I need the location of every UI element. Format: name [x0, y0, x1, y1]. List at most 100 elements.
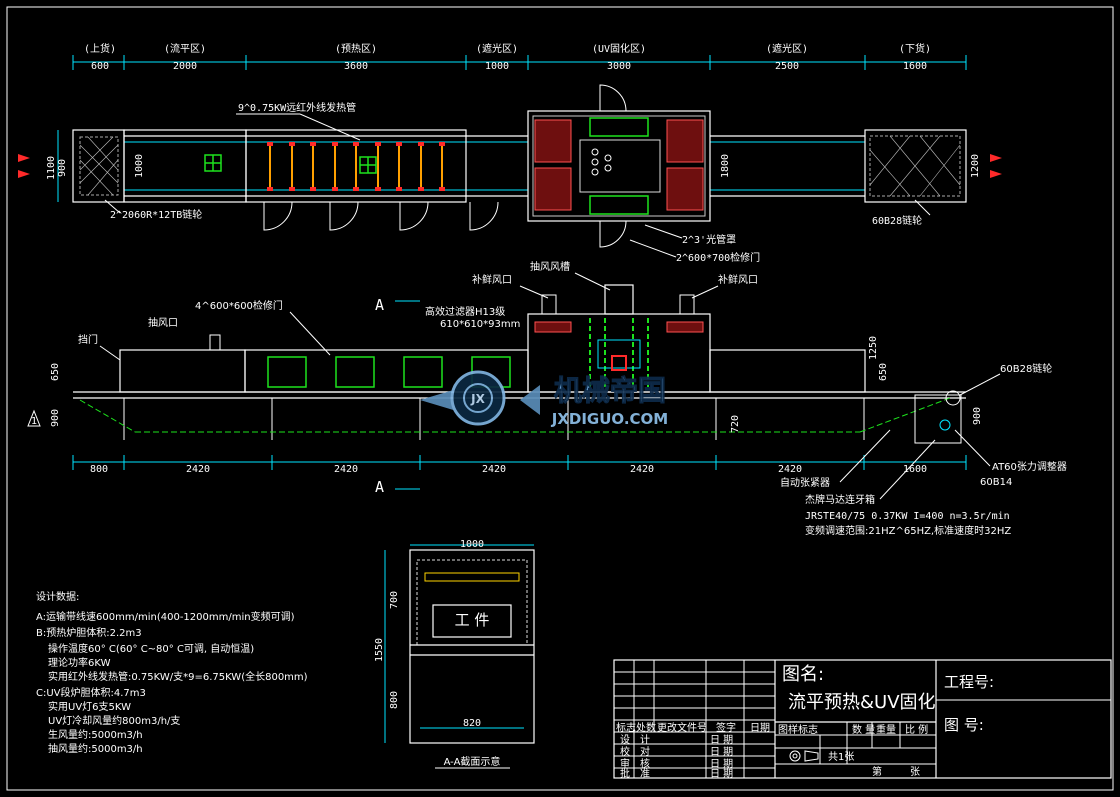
drawing-frame	[6, 6, 1114, 791]
dim-1250: 1250	[868, 336, 879, 360]
label-exhaust-port: 抽风口	[148, 316, 178, 329]
label-auto-tensioner: 自动张紧器	[780, 476, 830, 489]
tb-row-3b: 准	[640, 768, 650, 780]
zone-label-shade1: (遮光区)	[476, 42, 518, 55]
design-data: 设计数据: A:运输带线速600mm/min(400-1200mm/min变频可…	[36, 590, 308, 755]
tb-head-2: 更改文件号	[657, 721, 707, 734]
warning-triangle	[27, 409, 41, 427]
tb-sheet-total: 共1张	[828, 751, 854, 763]
preheat-zone-plan	[245, 129, 467, 203]
note-sprocket: 2^2060R*12TB链轮	[110, 208, 202, 221]
dim-650-right: 650	[878, 363, 889, 381]
watermark-en: JXDIGUO.COM	[551, 410, 668, 428]
label-inspection-door: 4^600*600检修门	[195, 299, 283, 312]
bdim-1: 2420	[186, 464, 210, 475]
section-workpiece: 工 件	[455, 611, 490, 629]
tb-head-0: 标志	[616, 721, 636, 734]
tb-mark-3: 比 例	[905, 723, 928, 736]
dim-1200: 1200	[970, 154, 981, 178]
tb-row-2c: 日 期	[710, 758, 733, 770]
loading-sprocket-hatch	[79, 136, 119, 196]
label-makeup-left: 补鲜风口	[472, 273, 512, 286]
dim-900-left: 900	[50, 409, 61, 427]
zone-len-shade1: 1000	[485, 61, 509, 72]
design-line-8: 生风量约:5000m3/h	[48, 728, 143, 741]
design-line-1: B:预热炉胆体积:2.2m3	[36, 626, 142, 639]
sec-dim-1000: 1000	[460, 539, 484, 550]
dim-1000-plan: 1000	[134, 154, 145, 178]
zone-label-shade2: (遮光区)	[766, 42, 808, 55]
zone-len-preheat: 3600	[344, 61, 368, 72]
tb-head-1: 处数	[636, 721, 656, 734]
tb-row-1a: 校	[620, 745, 630, 758]
sec-dim-700: 700	[389, 591, 400, 609]
label-filter-size: 610*610*93mm	[440, 319, 520, 330]
elevation-view: 650 900 1250 650 720 900 800 2420 2420 2…	[27, 260, 1067, 537]
sec-dim-1550: 1550	[374, 638, 385, 662]
tb-sheet: 第	[872, 765, 882, 778]
svg-text:JX: JX	[470, 392, 485, 406]
zone-label-unloading: (下货)	[899, 42, 931, 55]
dim-1100: 1100	[46, 156, 57, 180]
zone-len-leveling: 2000	[173, 61, 197, 72]
uv-zone-plan	[527, 110, 711, 222]
dim-650-left: 650	[50, 363, 61, 381]
tb-row-2a: 审	[620, 757, 630, 770]
label-vfd-range: 变频调速范围:21HZ^65HZ,标准速度时32HZ	[805, 524, 1011, 537]
section-mark-a-bottom: A	[375, 478, 384, 496]
tb-number-label: 图 号:	[944, 716, 984, 734]
dim-720: 720	[730, 415, 741, 433]
design-line-9: 抽风量约:5000m3/h	[48, 742, 143, 755]
zone-len-unloading: 1600	[903, 61, 927, 72]
tb-row-1c: 日 期	[710, 746, 733, 758]
unloading-sprocket-hatch	[869, 135, 961, 197]
plan-view: 1100 900 1000 1800 1200 9^0.75KW远红外线发热管 …	[18, 84, 1002, 264]
tb-head-4: 日期	[750, 722, 770, 734]
tb-sheet2: 张	[910, 766, 920, 778]
design-line-7: UV灯冷却风量约800m3/h/支	[48, 714, 180, 727]
zone-label-loading: (上货)	[84, 42, 116, 55]
bdim-4: 2420	[630, 464, 654, 475]
section-caption: A-A截面示意	[444, 755, 501, 768]
tb-head-3: 签字	[716, 721, 736, 734]
label-tensioner: AT60张力调整器	[992, 460, 1067, 473]
note-sprocket-60b28: 60B28链轮	[872, 214, 922, 227]
tb-mark-1: 数 量	[852, 723, 875, 736]
bdim-6: 1600	[903, 464, 927, 475]
label-exhaust-duct: 抽风风槽	[530, 260, 570, 273]
projection-symbol-icon	[789, 750, 819, 762]
design-title: 设计数据:	[36, 590, 79, 603]
zone-label-preheat: (预热区)	[335, 42, 377, 55]
tb-project-label: 工程号:	[944, 673, 994, 691]
tb-name-label: 图名:	[782, 664, 824, 685]
design-line-0: A:运输带线速600mm/min(400-1200mm/min变频可调)	[36, 610, 295, 623]
label-motor-spec: JRSTE40/75 0.37KW I=400 n=3.5r/min	[805, 511, 1010, 522]
dim-900: 900	[57, 159, 68, 177]
watermark-logo: JX 机械帝国 JXDIGUO.COM	[420, 370, 668, 428]
bdim-0: 800	[90, 464, 108, 475]
tb-row-0c: 日 期	[710, 734, 733, 746]
design-line-5: C:UV段炉胆体积:4.7m3	[36, 686, 146, 699]
zone-dimension-chain: (上货) 600 (流平区) 2000 (预热区) 3600 (遮光区) 100…	[72, 42, 967, 72]
bdim-5: 2420	[778, 464, 802, 475]
zone-len-shade2: 2500	[775, 61, 799, 72]
section-mark-a-top: A	[375, 296, 384, 314]
note-ir-heater: 9^0.75KW远红外线发热管	[238, 101, 356, 114]
tb-row-3c: 日 期	[710, 768, 733, 780]
section-a-a: 工 件 1000 1550 700 800 820 A-A截面示意	[374, 539, 535, 769]
label-makeup-right: 补鲜风口	[718, 273, 758, 286]
tb-row-1b: 对	[640, 745, 650, 758]
tb-row-0a: 设	[620, 734, 630, 746]
title-block: 标志 处数 更改文件号 签字 日期 设 计 日 期 校 对 日 期 审 核 日 …	[613, 659, 1112, 780]
zone-len-uv: 3000	[607, 61, 631, 72]
zone-label-leveling: (流平区)	[164, 42, 206, 55]
bdim-3: 2420	[482, 464, 506, 475]
label-gearmotor: 杰牌马达连牙箱	[805, 493, 875, 506]
dim-900-right: 900	[972, 407, 983, 425]
label-sprocket-60b28: 60B28链轮	[1000, 362, 1052, 375]
design-line-4: 实用红外线发热管:0.75KW/支*9=6.75KW(全长800mm)	[48, 670, 308, 683]
inspection-door-swing	[263, 201, 293, 231]
uv-lamp-housings	[534, 119, 704, 211]
tb-row-2b: 核	[640, 757, 650, 770]
